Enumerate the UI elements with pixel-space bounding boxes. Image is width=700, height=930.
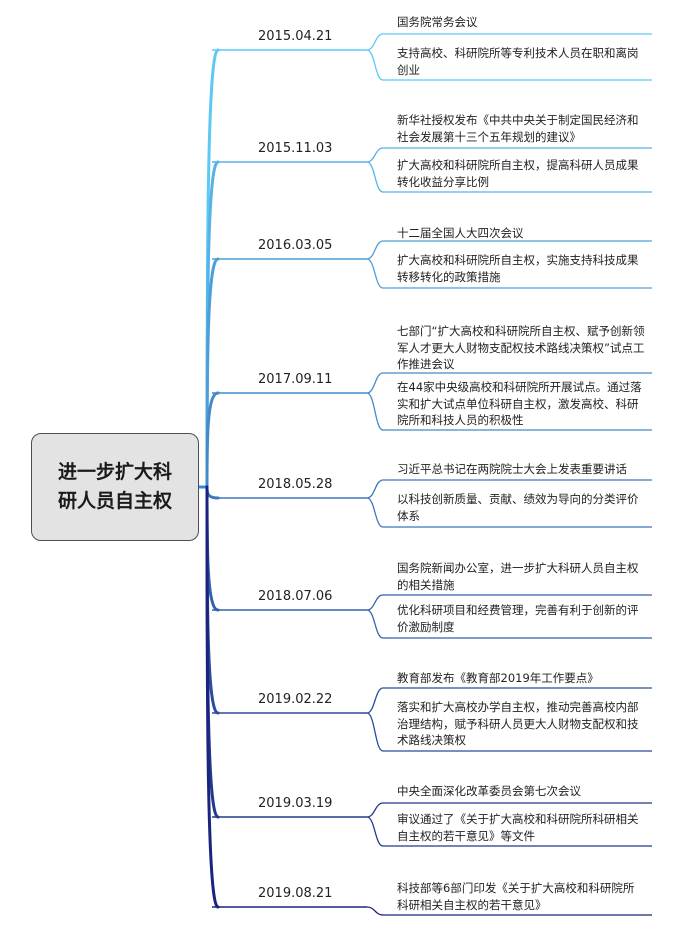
event-detail[interactable]: 在44家中央级高校和科研院所开展试点。通过落实和扩大试点单位科研自主权，激发高校…	[397, 379, 652, 429]
note-line: 社会发展第十三个五年规划的建议》	[397, 129, 581, 144]
note-connector	[366, 802, 384, 818]
event-date[interactable]: 2017.09.11	[258, 372, 333, 387]
note-line: 创业	[397, 62, 420, 77]
note-connector	[366, 161, 384, 193]
note-line: 自主权的若干意见》等文件	[397, 828, 535, 843]
event-date[interactable]: 2018.07.06	[258, 589, 333, 604]
note-line: 中央全面深化改革委员会第七次会议	[397, 784, 581, 798]
note-line: 在44家中央级高校和科研院所开展试点。通过落	[397, 380, 642, 394]
branch-line	[205, 485, 220, 909]
note-line: 习近平总书记在两院院士大会上发表重要讲话	[397, 462, 627, 476]
note-line: 以科技创新质量、贡献、绩效为导向的分类评价	[397, 492, 639, 506]
event-date[interactable]: 2019.03.19	[258, 796, 333, 811]
note-line: 军人才更大人财物支配权技术路线决策权”试点工	[397, 340, 645, 355]
event-detail[interactable]: 优化科研项目和经费管理，完善有利于创新的评价激励制度	[397, 602, 652, 635]
note-line: 落实和扩大高校办学自主权，推动完善高校内部	[397, 700, 639, 714]
note-line: 国务院常务会议	[397, 15, 478, 29]
event-date[interactable]: 2015.04.21	[258, 29, 333, 44]
event-date[interactable]: 2016.03.05	[258, 238, 333, 253]
note-line: 审议通过了《关于扩大高校和科研院所科研相关	[397, 812, 639, 826]
note-line: 科技部等6部门印发《关于扩大高校和科研院所	[397, 881, 635, 895]
event-title[interactable]: 十二届全国人大四次会议	[397, 225, 652, 242]
note-connector	[366, 712, 384, 752]
note-connector	[366, 906, 384, 916]
note-line: 术路线决策权	[397, 733, 466, 747]
note-line: 转移转化的政策措施	[397, 269, 501, 284]
note-line: 新华社授权发布《中共中央关于制定国民经济和	[397, 113, 639, 127]
event-detail[interactable]: 扩大高校和科研院所自主权，提高科研人员成果转化收益分享比例	[397, 157, 652, 190]
note-connector	[366, 594, 384, 611]
note-connector	[366, 687, 384, 714]
note-line: 支持高校、科研院所等专利技术人员在职和离岗	[397, 46, 639, 60]
event-date[interactable]: 2019.08.21	[258, 886, 333, 901]
note-line: 院所和科技人员的积极性	[397, 413, 524, 427]
event-title[interactable]: 中央全面深化改革委员会第七次会议	[397, 783, 652, 800]
note-connector	[366, 147, 384, 163]
note-connector	[366, 372, 384, 394]
note-line: 转化收益分享比例	[397, 174, 489, 189]
note-line: 治理结构，赋予科研人员更大人财物支配权和技	[397, 716, 639, 731]
note-line: 教育部发布《教育部2019年工作要点》	[397, 671, 599, 685]
event-title[interactable]: 新华社授权发布《中共中央关于制定国民经济和社会发展第十三个五年规划的建议》	[397, 112, 652, 145]
event-date[interactable]: 2015.11.03	[258, 141, 333, 156]
event-title[interactable]: 习近平总书记在两院院士大会上发表重要讲话	[397, 461, 652, 478]
note-line: 扩大高校和科研院所自主权，实施支持科技成果	[397, 253, 639, 267]
note-line: 体系	[397, 508, 420, 523]
event-detail[interactable]: 审议通过了《关于扩大高校和科研院所科研相关自主权的若干意见》等文件	[397, 811, 652, 844]
note-line: 优化科研项目和经费管理，完善有利于创新的评	[397, 603, 639, 617]
note-connector	[366, 497, 384, 528]
note-connector	[366, 33, 384, 51]
branch-line	[205, 391, 220, 489]
event-detail[interactable]: 以科技创新质量、贡献、绩效为导向的分类评价体系	[397, 491, 652, 524]
note-line: 扩大高校和科研院所自主权，提高科研人员成果	[397, 158, 639, 172]
note-line: 十二届全国人大四次会议	[397, 226, 524, 240]
note-line: 作推进会议	[397, 357, 455, 371]
event-detail[interactable]: 落实和扩大高校办学自主权，推动完善高校内部治理结构，赋予科研人员更大人财物支配权…	[397, 699, 652, 749]
root-title: 进一步扩大科研人员自主权	[57, 461, 172, 512]
event-title[interactable]: 国务院常务会议	[397, 14, 652, 31]
note-connector	[366, 609, 384, 639]
event-title[interactable]: 科技部等6部门印发《关于扩大高校和科研院所科研相关自主权的若干意见》	[397, 880, 652, 913]
note-line: 价激励制度	[397, 619, 455, 634]
note-connector	[366, 240, 384, 260]
note-connector	[366, 816, 384, 847]
note-connector	[366, 479, 384, 499]
branch-line	[205, 485, 220, 500]
event-date[interactable]: 2019.02.22	[258, 692, 333, 707]
note-line: 七部门“扩大高校和科研院所自主权、赋予创新领	[397, 324, 645, 338]
note-line: 科研相关自主权的若干意见》	[397, 897, 547, 912]
event-title[interactable]: 国务院新闻办公室，进一步扩大科研人员自主权的相关措施	[397, 560, 652, 593]
note-connector	[366, 392, 384, 431]
event-title[interactable]: 教育部发布《教育部2019年工作要点》	[397, 670, 652, 687]
event-date[interactable]: 2018.05.28	[258, 477, 333, 492]
root-node[interactable]: 进一步扩大科研人员自主权	[31, 433, 199, 541]
event-detail[interactable]: 支持高校、科研院所等专利技术人员在职和离岗创业	[397, 45, 652, 78]
note-line: 的相关措施	[397, 577, 455, 592]
note-line: 国务院新闻办公室，进一步扩大科研人员自主权	[397, 561, 639, 575]
note-line: 实和扩大试点单位科研自主权，激发高校、科研	[397, 396, 639, 411]
note-connector	[366, 49, 384, 81]
event-title[interactable]: 七部门“扩大高校和科研院所自主权、赋予创新领军人才更大人财物支配权技术路线决策权…	[397, 323, 652, 373]
note-connector	[366, 258, 384, 289]
event-detail[interactable]: 扩大高校和科研院所自主权，实施支持科技成果转移转化的政策措施	[397, 252, 652, 285]
